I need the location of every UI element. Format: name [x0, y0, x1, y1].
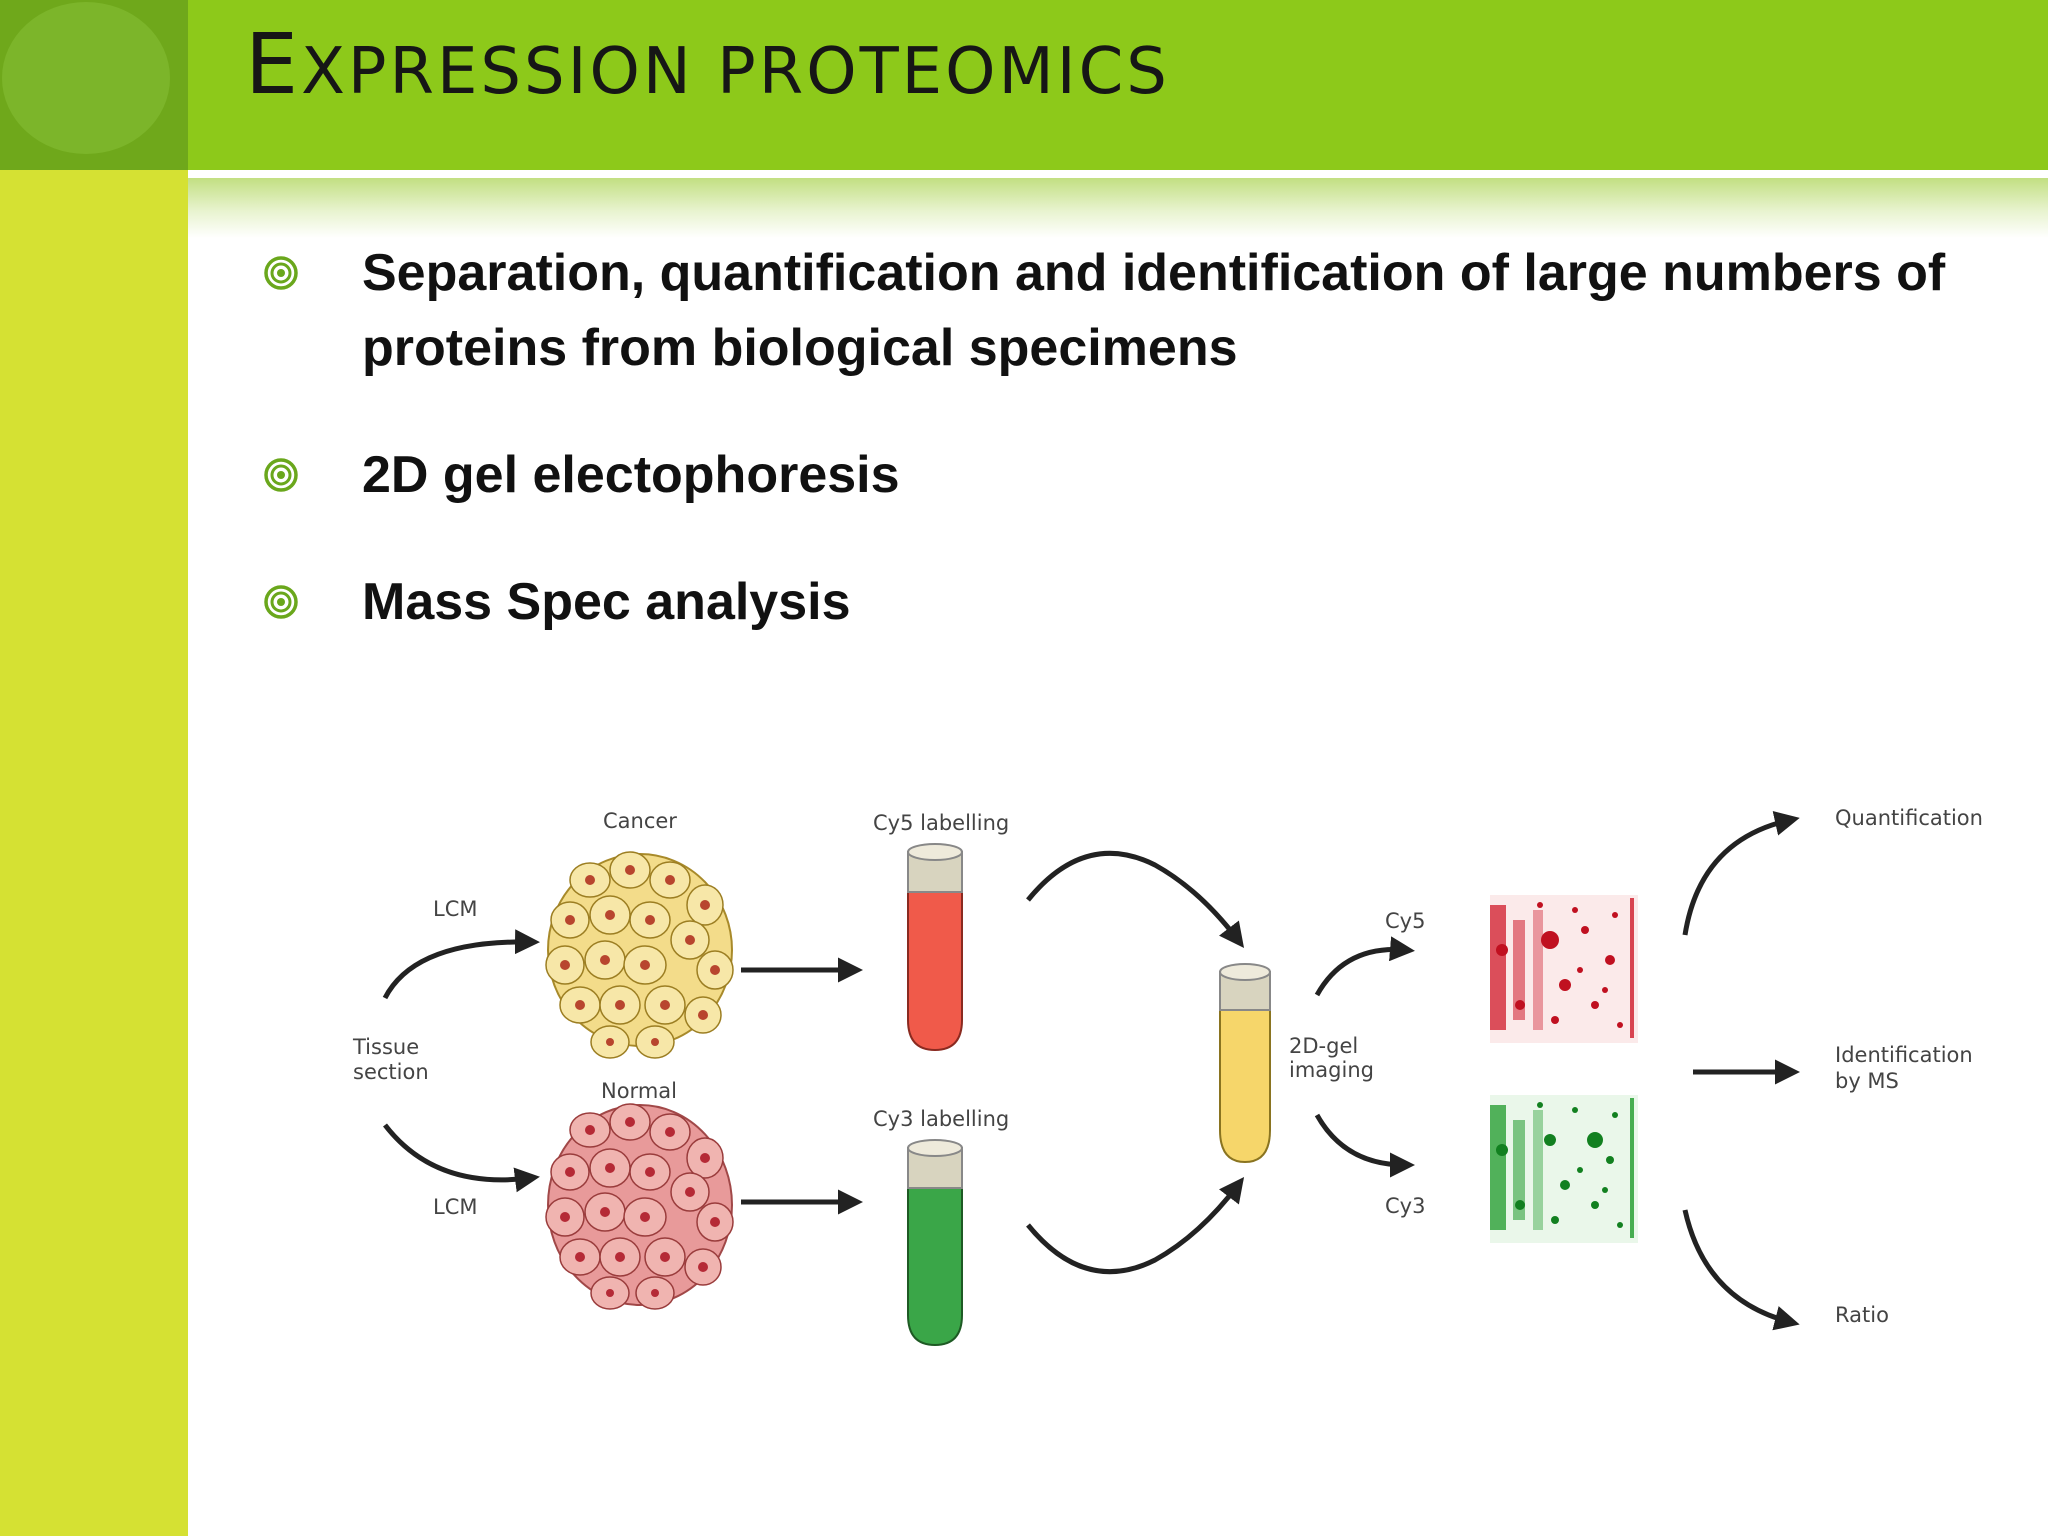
cy5-to-mix-arrow	[1026, 850, 1245, 948]
circle-bullet-icon	[264, 458, 298, 492]
cancer-label: Cancer	[603, 809, 677, 833]
cy5-tube	[907, 843, 963, 1052]
identification-label: Identification	[1835, 1043, 1973, 1067]
to-cy3-gel-arrow	[1314, 1113, 1415, 1178]
lcm-label-bottom: LCM	[433, 1195, 477, 1219]
cy3-channel-label: Cy3	[1385, 1194, 1425, 1218]
corner-block	[0, 0, 188, 170]
left-accent-bar	[0, 170, 188, 1536]
bullet-text: Mass Spec analysis	[362, 573, 851, 631]
slide-title: EXPRESSION PROTEOMICS	[245, 18, 1170, 110]
gel-imaging-label: 2D-gel	[1289, 1034, 1358, 1058]
lcm-arrow-top	[382, 929, 540, 1000]
cy5-channel-label: Cy5	[1385, 909, 1425, 933]
cy5-labelling-label: Cy5 labelling	[873, 811, 1009, 835]
normal-label: Normal	[601, 1079, 677, 1103]
cy5-gel-image	[1490, 895, 1638, 1043]
cancer-cell-cluster	[545, 851, 734, 1059]
bullet-item: Mass Spec analysis	[260, 565, 2000, 640]
bullet-text: Separation, quantification and identific…	[362, 244, 1946, 377]
slide-title-initial: E	[245, 15, 302, 113]
ratio-label: Ratio	[1835, 1303, 1889, 1327]
to-ratio-arrow	[1682, 1209, 1800, 1331]
quantification-label: Quantification	[1835, 806, 1983, 830]
circle-bullet-icon	[264, 256, 298, 290]
lcm-label-top: LCM	[433, 897, 477, 921]
bullet-text: 2D gel electophoresis	[362, 446, 900, 504]
tissue-section-label: section	[353, 1060, 429, 1084]
to-quantification-arrow	[1682, 811, 1800, 936]
bullet-list: Separation, quantification and identific…	[260, 236, 2000, 692]
to-cy5-gel-arrow	[1314, 936, 1415, 997]
cy3-gel-image	[1490, 1095, 1638, 1243]
expression-proteomics-diagram: Tissue section LCM LCM Cancer Normal	[352, 806, 1983, 1347]
lcm-arrow-bottom	[383, 1123, 540, 1193]
cy3-tube	[907, 1139, 963, 1347]
title-bar-shadow	[188, 178, 2048, 238]
bullet-item: Separation, quantification and identific…	[260, 236, 2000, 386]
mixed-sample-tube	[1219, 963, 1271, 1164]
normal-cell-cluster	[545, 1103, 734, 1310]
corner-circle-decoration	[2, 2, 170, 154]
gel-imaging-label: imaging	[1289, 1058, 1374, 1082]
circle-bullet-icon	[264, 585, 298, 619]
identification-label: by MS	[1835, 1069, 1899, 1093]
cy3-to-mix-arrow	[1026, 1177, 1245, 1275]
bullet-item: 2D gel electophoresis	[260, 438, 2000, 513]
slide-title-rest: XPRESSION PROTEOMICS	[301, 35, 1170, 109]
tissue-section-label: Tissue	[352, 1035, 419, 1059]
cy3-labelling-label: Cy3 labelling	[873, 1107, 1009, 1131]
title-bar	[188, 0, 2048, 170]
